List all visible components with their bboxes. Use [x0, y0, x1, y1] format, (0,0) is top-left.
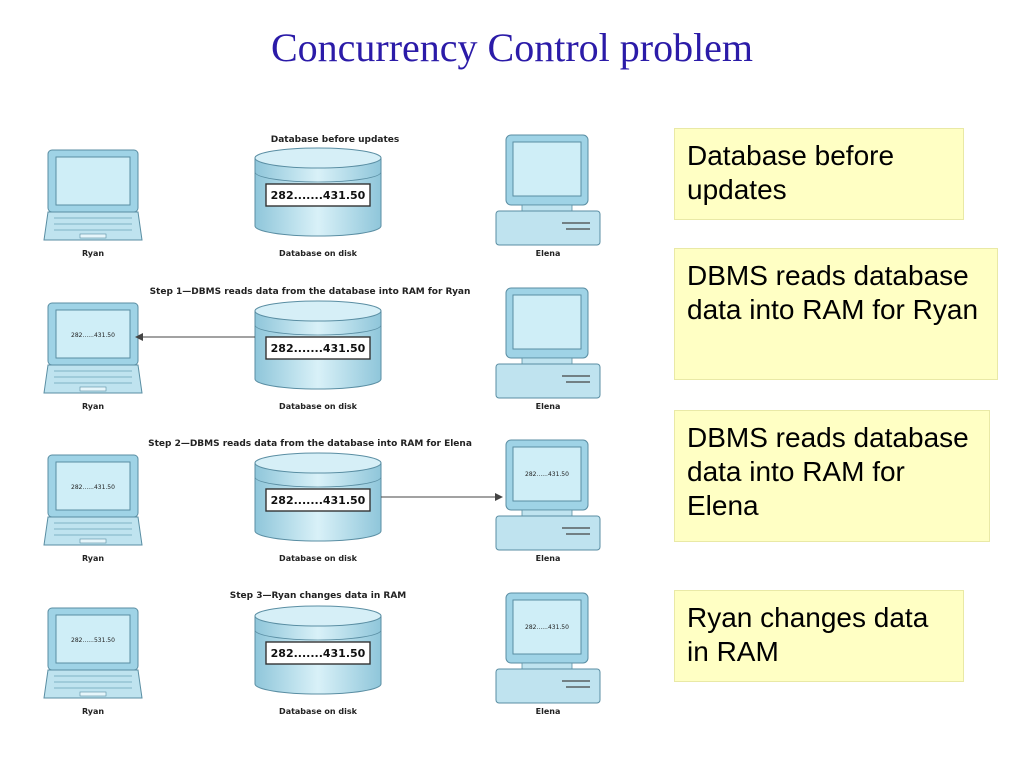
elena-desktop-icon — [495, 287, 601, 399]
step-row-2: Step 2—DBMS reads data from the database… — [43, 439, 601, 563]
cylinder-top — [254, 605, 382, 627]
system-unit — [495, 210, 601, 246]
elena-desktop-icon: 282......431.50 — [495, 592, 601, 704]
monitor-screen — [512, 141, 582, 197]
ryan-laptop-icon — [43, 149, 143, 241]
database-label: Database on disk — [279, 402, 358, 411]
laptop-base — [43, 516, 143, 546]
touchpad — [79, 386, 107, 392]
db-value: 282.......431.50 — [271, 342, 366, 355]
elena-desktop-icon: 282......431.50 — [495, 439, 601, 551]
database-label: Database on disk — [279, 707, 358, 716]
touchpad — [79, 538, 107, 544]
db-value-box — [265, 183, 371, 207]
laptop-base — [43, 211, 143, 241]
database-cylinder-icon: 282.......431.50 — [254, 147, 382, 237]
elena-label: Elena — [536, 554, 561, 563]
database-cylinder-icon: 282.......431.50 — [254, 300, 382, 390]
database-cylinder-icon: 282.......431.50 — [254, 605, 382, 695]
elena-desktop-icon — [495, 134, 601, 246]
step-header: Database before updates — [271, 135, 399, 145]
monitor-screen — [512, 446, 582, 502]
db-value: 282.......431.50 — [271, 494, 366, 507]
ryan-label: Ryan — [82, 249, 104, 258]
note-dbms-reads-for-ryan: DBMS reads database data into RAM for Ry… — [674, 248, 998, 380]
laptop-screen — [55, 614, 131, 664]
cylinder-band — [254, 476, 382, 488]
ryan-screen-value: 282......431.50 — [71, 332, 115, 339]
ryan-screen-value: 282......531.50 — [71, 637, 115, 644]
note-dbms-reads-for-elena: DBMS reads database data into RAM for El… — [674, 410, 990, 542]
elena-label: Elena — [536, 707, 561, 716]
monitor-stand — [521, 509, 573, 517]
monitor-stand — [521, 357, 573, 365]
db-value-box — [265, 641, 371, 665]
cylinder-top — [254, 452, 382, 474]
note-database-before-updates: Database before updates — [674, 128, 964, 220]
ryan-label: Ryan — [82, 554, 104, 563]
database-cylinder-icon: 282.......431.50 — [254, 452, 382, 542]
ryan-laptop-icon: 282......431.50 — [43, 302, 143, 394]
monitor-stand — [521, 204, 573, 212]
laptop-screen — [55, 156, 131, 206]
cylinder-top — [254, 300, 382, 322]
step-header: Step 1—DBMS reads data from the database… — [150, 287, 471, 297]
system-unit — [495, 668, 601, 704]
cylinder-top — [254, 147, 382, 169]
ryan-label: Ryan — [82, 402, 104, 411]
db-value-box — [265, 336, 371, 360]
db-value-box — [265, 488, 371, 512]
step-row-3: Step 3—Ryan changes data in RAM 282......… — [43, 591, 601, 716]
note-ryan-changes-data: Ryan changes data in RAM — [674, 590, 964, 682]
monitor-screen — [512, 294, 582, 350]
step-header: Step 2—DBMS reads data from the database… — [148, 439, 472, 449]
ryan-screen-value: 282......431.50 — [71, 484, 115, 491]
ryan-laptop-icon: 282......431.50 — [43, 454, 143, 546]
database-label: Database on disk — [279, 554, 358, 563]
step-row-1: Step 1—DBMS reads data from the database… — [43, 287, 601, 411]
ryan-label: Ryan — [82, 707, 104, 716]
cylinder-band — [254, 171, 382, 183]
system-unit — [495, 363, 601, 399]
cylinder-band — [254, 324, 382, 336]
laptop-base — [43, 364, 143, 394]
elena-screen-value: 282......431.50 — [525, 624, 569, 631]
elena-label: Elena — [536, 249, 561, 258]
touchpad — [79, 233, 107, 239]
monitor-screen — [512, 599, 582, 655]
database-label: Database on disk — [279, 249, 358, 258]
laptop-screen — [55, 461, 131, 511]
monitor-stand — [521, 662, 573, 670]
laptop-screen — [55, 309, 131, 359]
cylinder-band — [254, 629, 382, 641]
elena-label: Elena — [536, 402, 561, 411]
laptop-base — [43, 669, 143, 699]
system-unit — [495, 515, 601, 551]
ryan-laptop-icon: 282......531.50 — [43, 607, 143, 699]
db-value: 282.......431.50 — [271, 189, 366, 202]
step-header: Step 3—Ryan changes data in RAM — [230, 591, 407, 601]
slide-title: Concurrency Control problem — [270, 25, 754, 70]
elena-screen-value: 282......431.50 — [525, 471, 569, 478]
touchpad — [79, 691, 107, 697]
db-value: 282.......431.50 — [271, 647, 366, 660]
